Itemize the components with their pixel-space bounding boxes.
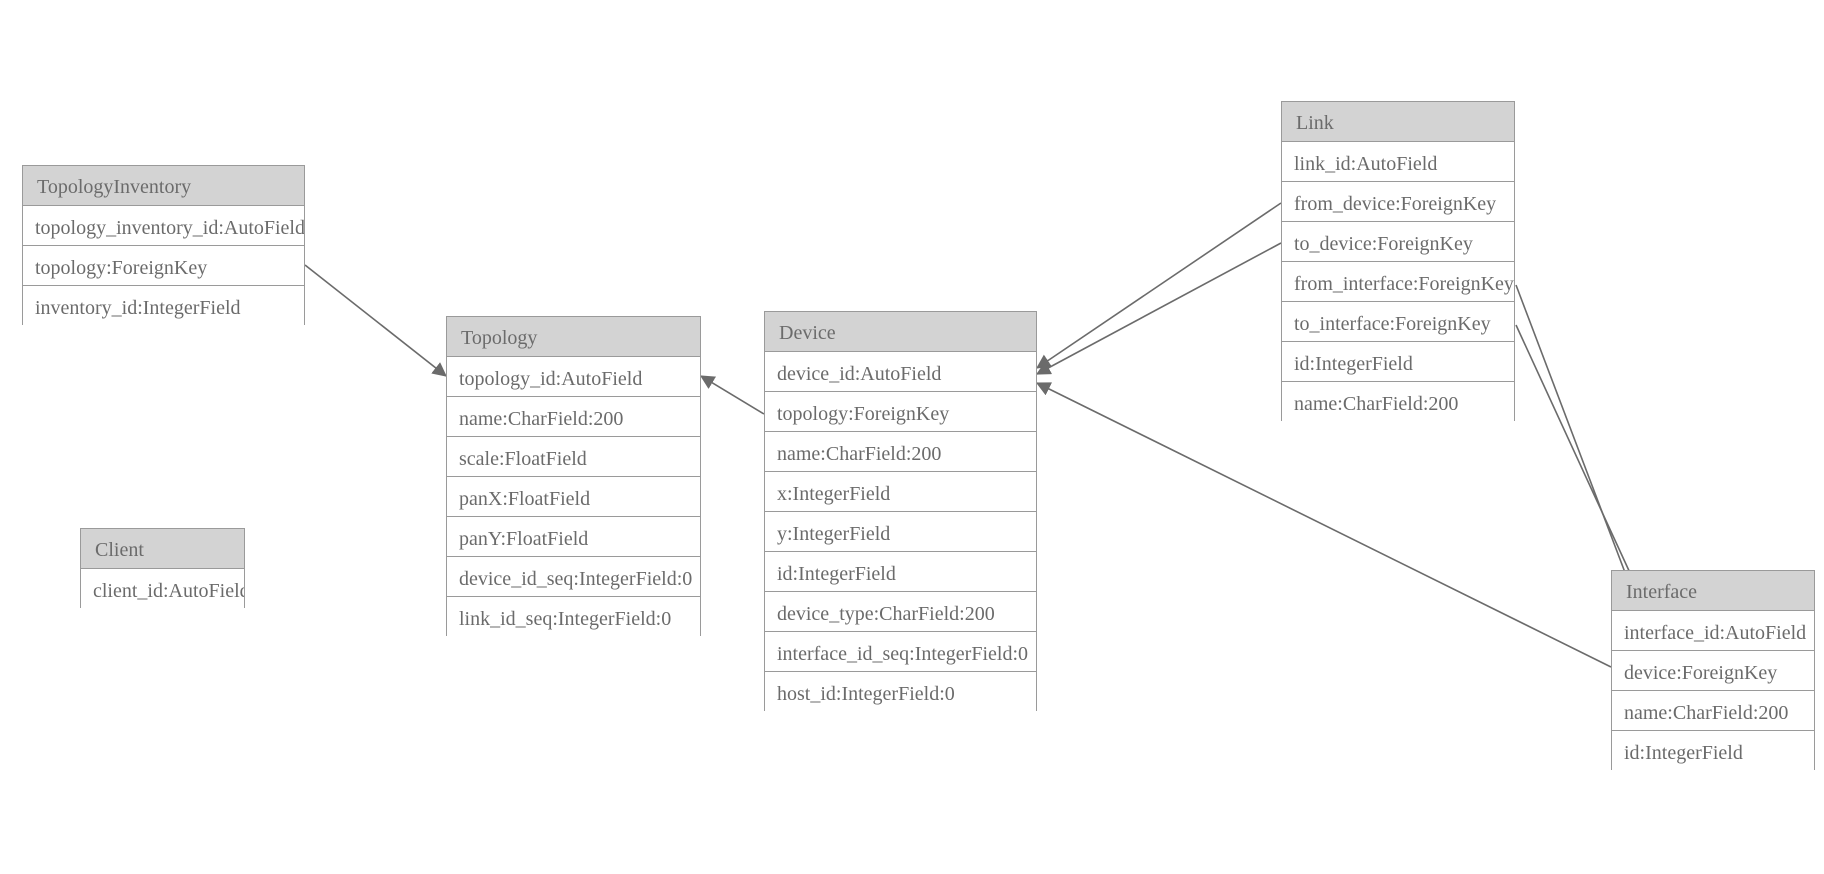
entity-client[interactable]: Client client_id:AutoField (80, 528, 245, 609)
entity-topology-inventory[interactable]: TopologyInventory topology_inventory_id:… (22, 165, 305, 326)
entity-field: device_id:AutoField (765, 352, 1036, 392)
entity-field: from_interface:ForeignKey (1282, 262, 1514, 302)
entity-field: to_interface:ForeignKey (1282, 302, 1514, 342)
entity-field: from_device:ForeignKey (1282, 182, 1514, 222)
entity-field: id:IntegerField (1282, 342, 1514, 382)
entity-field: interface_id:AutoField (1612, 611, 1814, 651)
entity-title: Topology (447, 317, 700, 357)
relationship-edge (1035, 242, 1282, 375)
entity-field: device_id_seq:IntegerField:0 (447, 557, 700, 597)
entity-field: name:CharField:200 (1282, 382, 1514, 422)
entity-field: x:IntegerField (765, 472, 1036, 512)
relationship-edge (1035, 382, 1612, 668)
entity-field: topology_id:AutoField (447, 357, 700, 397)
entity-field: id:IntegerField (765, 552, 1036, 592)
relationship-edge (1515, 324, 1650, 614)
entity-field: topology_inventory_id:AutoField (23, 206, 304, 246)
relationship-edge (304, 264, 447, 377)
entity-field: topology:ForeignKey (23, 246, 304, 286)
entity-field: panX:FloatField (447, 477, 700, 517)
entity-title: Client (81, 529, 244, 569)
entity-field: topology:ForeignKey (765, 392, 1036, 432)
entity-link[interactable]: Link link_id:AutoField from_device:Forei… (1281, 101, 1515, 422)
entity-field: name:CharField:200 (765, 432, 1036, 472)
entity-field: y:IntegerField (765, 512, 1036, 552)
entity-field: interface_id_seq:IntegerField:0 (765, 632, 1036, 672)
relationship-edge (1036, 202, 1282, 369)
entity-title: TopologyInventory (23, 166, 304, 206)
entity-field: device_type:CharField:200 (765, 592, 1036, 632)
entity-field: name:CharField:200 (1612, 691, 1814, 731)
entity-field: scale:FloatField (447, 437, 700, 477)
relationship-edge (699, 375, 765, 415)
entity-device[interactable]: Device device_id:AutoField topology:Fore… (764, 311, 1037, 712)
entity-field: link_id:AutoField (1282, 142, 1514, 182)
entity-field: device:ForeignKey (1612, 651, 1814, 691)
entity-interface[interactable]: Interface interface_id:AutoField device:… (1611, 570, 1815, 771)
entity-field: inventory_id:IntegerField (23, 286, 304, 326)
entity-field: link_id_seq:IntegerField:0 (447, 597, 700, 637)
entity-title: Link (1282, 102, 1514, 142)
relationship-edge (1515, 284, 1643, 614)
entity-title: Device (765, 312, 1036, 352)
entity-field: client_id:AutoField (81, 569, 244, 609)
entity-field: panY:FloatField (447, 517, 700, 557)
entity-field: host_id:IntegerField:0 (765, 672, 1036, 712)
entity-title: Interface (1612, 571, 1814, 611)
entity-field: name:CharField:200 (447, 397, 700, 437)
entity-field: id:IntegerField (1612, 731, 1814, 771)
entity-field: to_device:ForeignKey (1282, 222, 1514, 262)
entity-topology[interactable]: Topology topology_id:AutoField name:Char… (446, 316, 701, 637)
